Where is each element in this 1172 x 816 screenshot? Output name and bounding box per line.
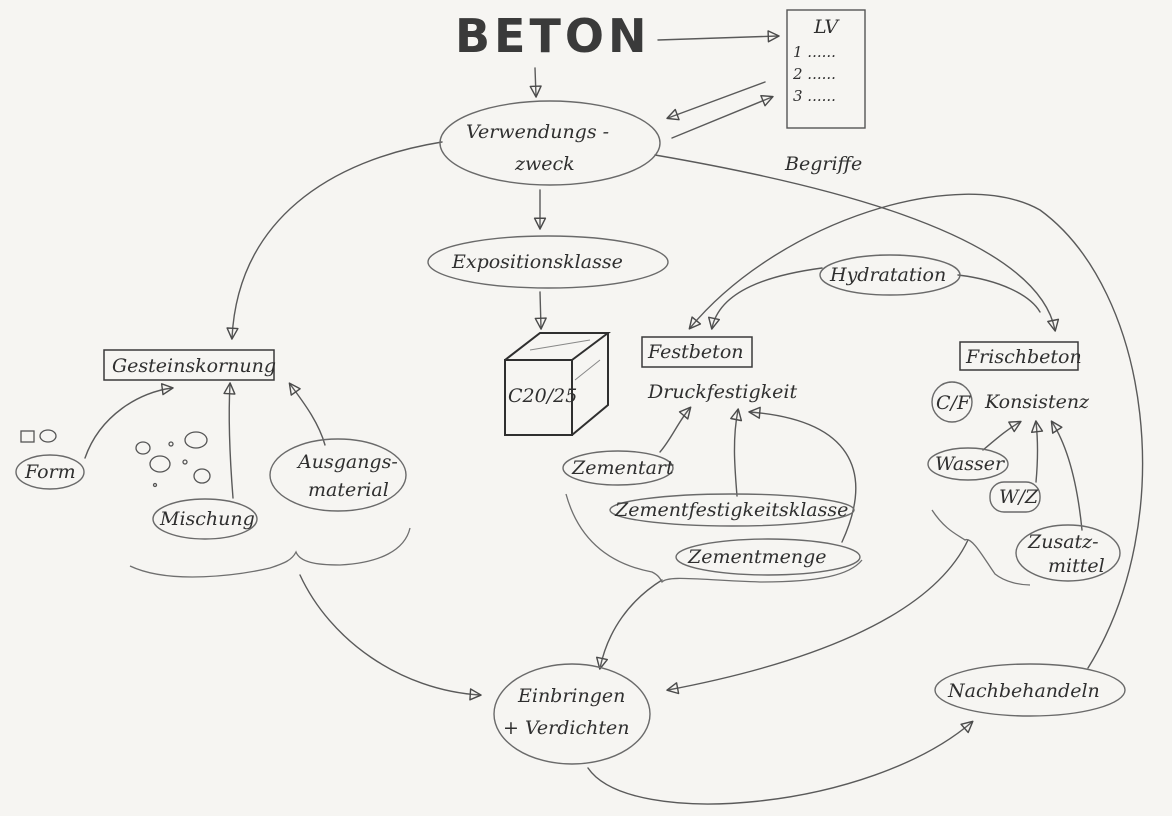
node-cf: C/F xyxy=(931,381,973,423)
lv-line-1: 1 ...... xyxy=(793,43,836,61)
wz-label: W/Z xyxy=(999,486,1039,508)
edge-verwendung-lv xyxy=(671,94,774,139)
node-form: Form xyxy=(15,454,85,490)
lv-line-3: 3 ...... xyxy=(793,87,836,105)
edge-hydratation-festbeton xyxy=(708,267,823,330)
node-zementfestigkeitsklasse: Zementfestigkeitsklasse xyxy=(609,493,855,527)
lv-sheet: LV 1 ...... 2 ...... 3 ...... xyxy=(786,9,866,129)
brace-frischbeton xyxy=(931,509,1031,586)
edge-hydratation-frischbeton xyxy=(957,274,1041,313)
node-hydratation: Hydratation xyxy=(819,254,961,296)
node-wz: W/Z xyxy=(989,481,1041,513)
zementfestigkeitsklasse-label: Zementfestigkeitsklasse xyxy=(614,499,848,521)
verwendungszweck-line1: Verwendungs - xyxy=(466,121,609,143)
gesteinskornung-label: Gesteinskornung xyxy=(112,355,276,377)
node-ausgangsmaterial: Ausgangs- material xyxy=(269,438,407,512)
node-gesteinskornung: Gesteinskornung xyxy=(103,349,276,381)
edge-mischung-gestein xyxy=(223,382,236,499)
edges xyxy=(84,30,1144,805)
zementmenge-label: Zementmenge xyxy=(687,546,826,568)
node-mischung: Mischung xyxy=(152,498,258,540)
node-einbringen: Einbringen + Verdichten xyxy=(493,663,651,765)
edge-zusatz-konsistenz xyxy=(1050,420,1083,531)
edge-zmenge-druck xyxy=(748,406,857,543)
shape-symbols xyxy=(20,429,57,443)
zementart-label: Zementart xyxy=(571,457,674,479)
edge-form-gestein xyxy=(84,383,174,459)
cube-label: C20/25 xyxy=(508,385,577,407)
node-frischbeton: Frischbeton xyxy=(959,341,1082,371)
title-beton: BETON xyxy=(455,9,650,63)
verwendungszweck-line2: zweck xyxy=(514,153,575,175)
node-cube: C20/25 xyxy=(504,332,611,436)
edge-fest-einbringen xyxy=(596,579,663,670)
edge-ausgang-gestein xyxy=(288,382,326,446)
lv-heading: LV xyxy=(813,16,840,38)
wasser-label: Wasser xyxy=(935,453,1006,475)
nachbehandeln-label: Nachbehandeln xyxy=(947,680,1100,702)
edge-beton-verwendung xyxy=(529,67,542,98)
frischbeton-label: Frischbeton xyxy=(965,346,1082,368)
edge-zementart-druck xyxy=(659,406,692,453)
edge-lv-verwendung xyxy=(666,81,766,121)
form-label: Form xyxy=(24,461,76,483)
edge-einbringen-nachbehandeln xyxy=(587,720,974,805)
node-nachbehandeln: Nachbehandeln xyxy=(934,663,1126,717)
zusatzmittel-line1: Zusatz- xyxy=(1027,531,1099,553)
festbeton-label: Festbeton xyxy=(647,341,744,363)
mischung-label: Mischung xyxy=(159,508,255,530)
node-verwendungszweck: Verwendungs - zweck xyxy=(439,100,661,186)
hydratation-label: Hydratation xyxy=(829,264,946,286)
node-festbeton: Festbeton xyxy=(641,336,753,368)
lv-caption: Begriffe xyxy=(784,153,862,175)
ausgangsmaterial-line1: Ausgangs- xyxy=(296,451,398,473)
edge-verwendung-frischbeton xyxy=(654,154,1060,332)
edge-gestein-einbringen xyxy=(299,574,482,701)
node-expositionsklasse: Expositionsklasse xyxy=(427,235,669,289)
einbringen-line1: Einbringen xyxy=(517,685,625,707)
edge-nachbehandeln-festbeton xyxy=(688,193,1144,669)
cf-label: C/F xyxy=(936,392,971,414)
brace-festbeton xyxy=(565,493,863,584)
druckfestigkeit-label: Druckfestigkeit xyxy=(647,381,797,403)
brace-gestein xyxy=(129,527,411,578)
node-wasser: Wasser xyxy=(927,447,1009,481)
konsistenz-label: Konsistenz xyxy=(984,391,1090,413)
ausgangsmaterial-line2: material xyxy=(308,479,389,501)
edge-zfk-druck xyxy=(730,408,743,497)
node-zementart: Zementart xyxy=(562,450,674,486)
edge-wz-konsistenz xyxy=(1030,420,1044,483)
edge-beton-lv xyxy=(657,30,780,43)
expositionsklasse-label: Expositionsklasse xyxy=(451,251,623,273)
einbringen-line2: + Verdichten xyxy=(503,717,630,739)
node-zementmenge: Zementmenge xyxy=(675,538,861,576)
pebbles-icon xyxy=(135,431,211,488)
edge-exposition-cube xyxy=(534,291,547,330)
edge-wasser-konsistenz xyxy=(982,420,1022,451)
zusatzmittel-line2: mittel xyxy=(1048,555,1105,577)
edge-frisch-einbringen xyxy=(666,539,969,695)
lv-line-2: 2 ...... xyxy=(792,65,836,83)
edge-verwendung-gestein xyxy=(226,141,443,340)
node-zusatzmittel: Zusatz- mittel xyxy=(1015,524,1121,582)
